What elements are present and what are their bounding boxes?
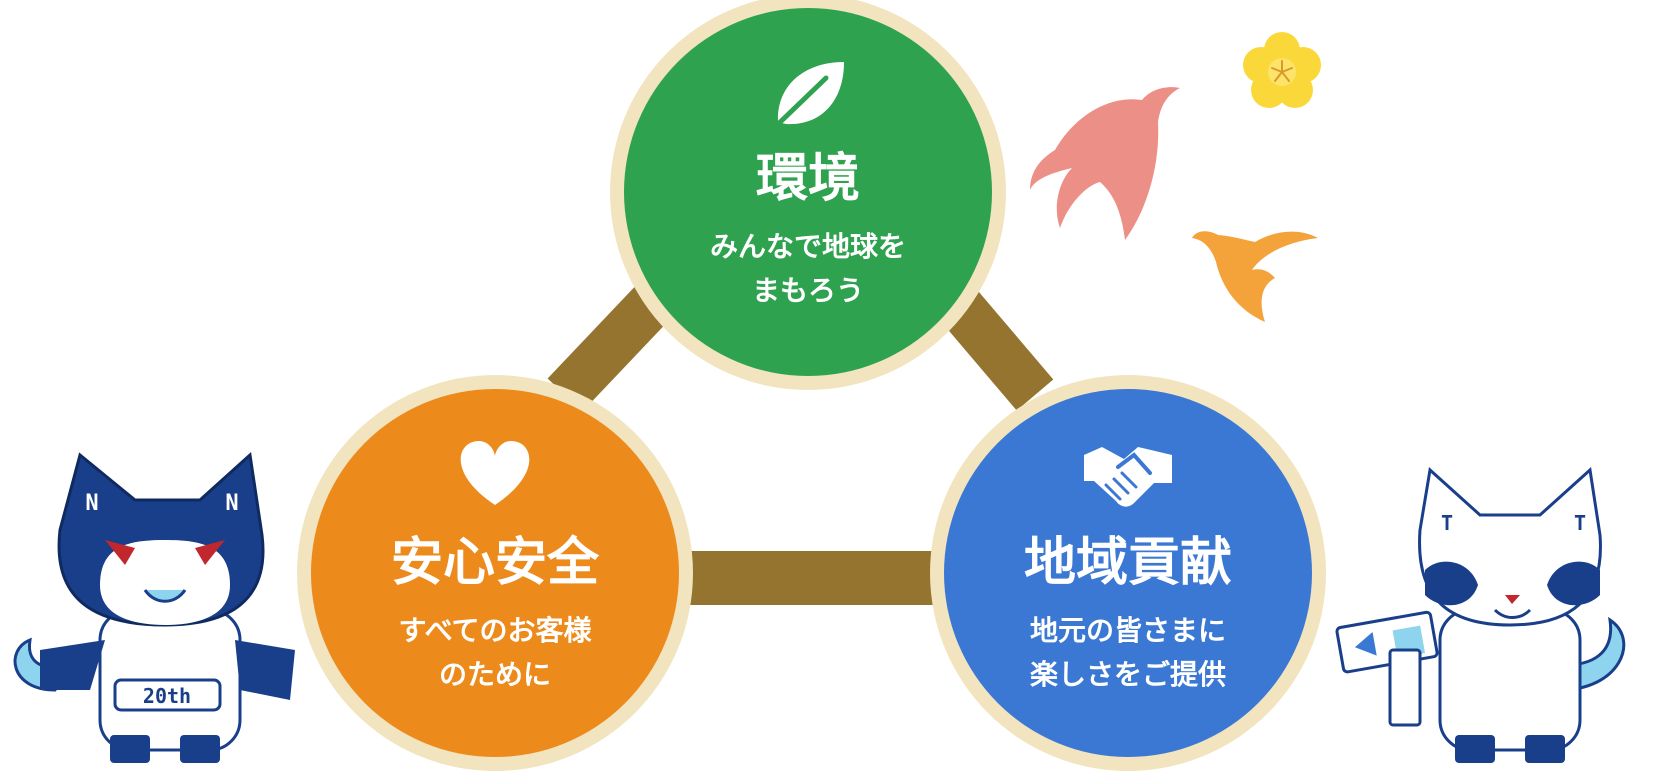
mascot-left: 20th N N [13, 452, 295, 763]
node-safety-line2: のために [439, 658, 551, 691]
connector-environment-safety [547, 278, 678, 412]
bird-large-icon [1030, 87, 1180, 241]
node-environment: 環境 みんなで地球を まもろう [610, 0, 1006, 390]
heart-icon [460, 441, 530, 505]
node-environment-line1: みんなで地球を [710, 230, 906, 263]
node-community-line2: 楽しさをご提供 [1030, 658, 1226, 691]
mascot-left-brow-left [105, 540, 135, 565]
mascot-right-nose [1505, 595, 1520, 604]
node-community-title: 地域貢献 [1024, 533, 1232, 593]
node-community: 地域貢献 地元の皆さまに 楽しさをご提供 [930, 375, 1326, 771]
mascot-left-ear-letter-right: N [225, 491, 238, 516]
node-safety-title: 安心安全 [391, 533, 600, 593]
mascot-right-patch-left [1425, 561, 1478, 606]
node-safety: 安心安全 すべてのお客様 のために [297, 375, 693, 771]
mascot-left-arm-right [235, 640, 295, 700]
mascot-right-ear-letter-left: T [1441, 511, 1453, 535]
mascot-right-card [1388, 648, 1422, 727]
mascot-left-leg-right [180, 735, 220, 763]
bird-small-icon [1192, 231, 1318, 322]
mascot-left-brow-right [195, 540, 225, 565]
leaf-icon [771, 62, 844, 131]
mascot-left-shirt-label: 20th [143, 684, 191, 708]
mascot-right-mouth [1493, 608, 1532, 619]
mascot-left-face [100, 540, 230, 625]
mascot-right: T T [1335, 467, 1626, 763]
mascot-right-leg-right [1525, 735, 1565, 763]
handshake-icon [1084, 447, 1172, 507]
mascot-left-mouth [143, 589, 187, 603]
mascot-left-leg-left [110, 735, 150, 763]
mascot-right-ear-letter-right: T [1574, 511, 1586, 535]
decorations [1030, 32, 1321, 322]
node-environment-disc [624, 8, 992, 376]
node-community-line1: 地元の皆さまに [1030, 614, 1226, 647]
flower-icon [1243, 32, 1321, 108]
node-environment-title: 環境 [756, 149, 860, 209]
mascot-left-shirt-badge [113, 678, 222, 712]
node-safety-disc [311, 389, 679, 757]
mascot-right-leg-left [1455, 735, 1495, 763]
node-environment-line2: まもろう [752, 274, 864, 307]
node-community-disc [944, 389, 1312, 757]
mascot-left-arm-left [40, 640, 105, 690]
mascot-right-body [1438, 608, 1582, 752]
mascot-left-ear-letter-left: N [85, 491, 98, 516]
ticket-icon [1335, 610, 1439, 674]
node-safety-line1: すべてのお客様 [399, 614, 593, 647]
mascot-right-patch-right [1547, 561, 1600, 606]
